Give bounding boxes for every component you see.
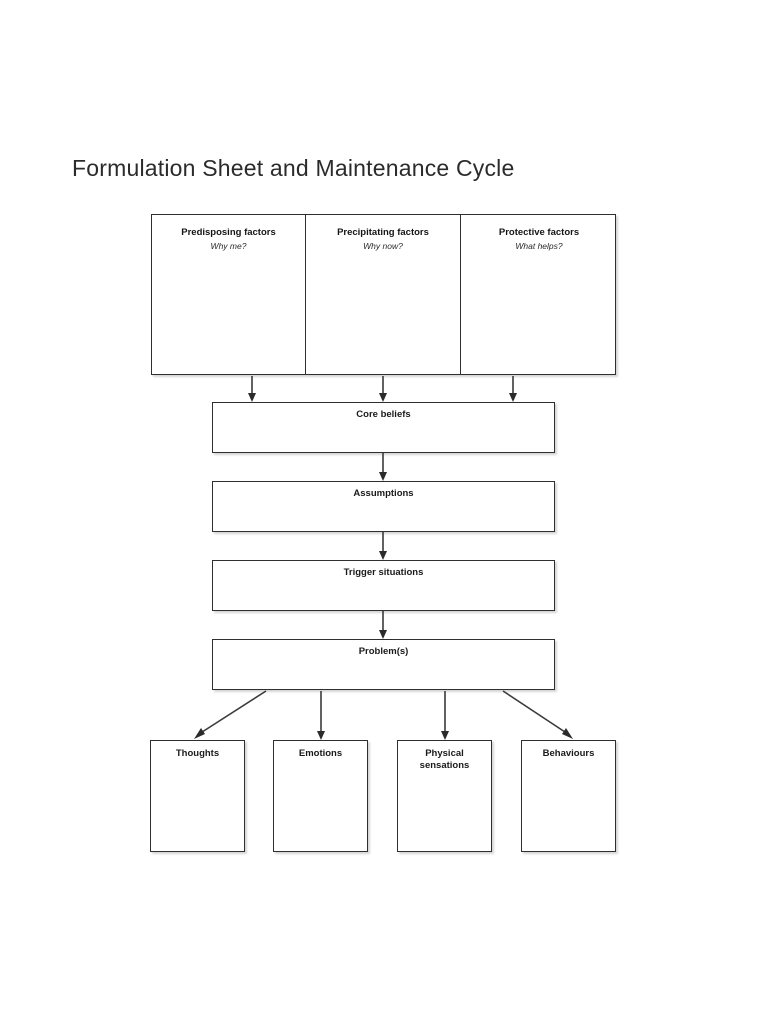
assumptions-label: Assumptions — [353, 488, 414, 499]
factors-column-subtitle: Why now? — [363, 241, 403, 251]
page-title: Formulation Sheet and Maintenance Cycle — [72, 155, 515, 181]
arrow-problems-to-thoughts — [194, 690, 267, 739]
arrow-predisposing-to-core-beliefs — [248, 376, 256, 402]
arrow-protective-to-core-beliefs — [509, 376, 517, 402]
arrow-problems-to-behaviours — [502, 690, 573, 739]
arrow-problems-to-physical-sensations — [441, 691, 449, 740]
arrow-trigger-situations-to-problems — [379, 611, 387, 639]
trigger-situations-box[interactable]: Trigger situations — [212, 560, 555, 611]
emotions-box[interactable]: Emotions — [273, 740, 368, 852]
emotions-label: Emotions — [298, 748, 343, 759]
thoughts-box[interactable]: Thoughts — [150, 740, 245, 852]
factors-column-precipitating[interactable]: Precipitating factors Why now? — [306, 215, 461, 374]
factors-column-title: Precipitating factors — [337, 227, 429, 238]
physical-sensations-label: Physical sensations — [419, 748, 470, 771]
factors-column-subtitle: Why me? — [210, 241, 247, 251]
core-beliefs-box[interactable]: Core beliefs — [212, 402, 555, 453]
thoughts-label: Thoughts — [175, 748, 220, 759]
factors-column-subtitle: What helps? — [515, 241, 563, 251]
factors-column-title: Protective factors — [498, 227, 580, 238]
trigger-situations-label: Trigger situations — [343, 567, 424, 578]
assumptions-box[interactable]: Assumptions — [212, 481, 555, 532]
factors-column-title: Predisposing factors — [181, 227, 276, 238]
factors-panel: Predisposing factors Why me? Precipitati… — [151, 214, 616, 375]
factors-column-protective[interactable]: Protective factors What helps? — [461, 215, 617, 374]
arrow-assumptions-to-trigger-situations — [379, 532, 387, 560]
factors-column-predisposing[interactable]: Predisposing factors Why me? — [152, 215, 306, 374]
behaviours-label: Behaviours — [542, 748, 595, 759]
core-beliefs-label: Core beliefs — [356, 409, 411, 420]
behaviours-box[interactable]: Behaviours — [521, 740, 616, 852]
arrow-core-beliefs-to-assumptions — [379, 453, 387, 481]
arrow-precipitating-to-core-beliefs — [379, 376, 387, 402]
problems-box[interactable]: Problem(s) — [212, 639, 555, 690]
arrow-problems-to-emotions — [317, 691, 325, 740]
problems-label: Problem(s) — [358, 646, 409, 657]
physical-sensations-box[interactable]: Physical sensations — [397, 740, 492, 852]
